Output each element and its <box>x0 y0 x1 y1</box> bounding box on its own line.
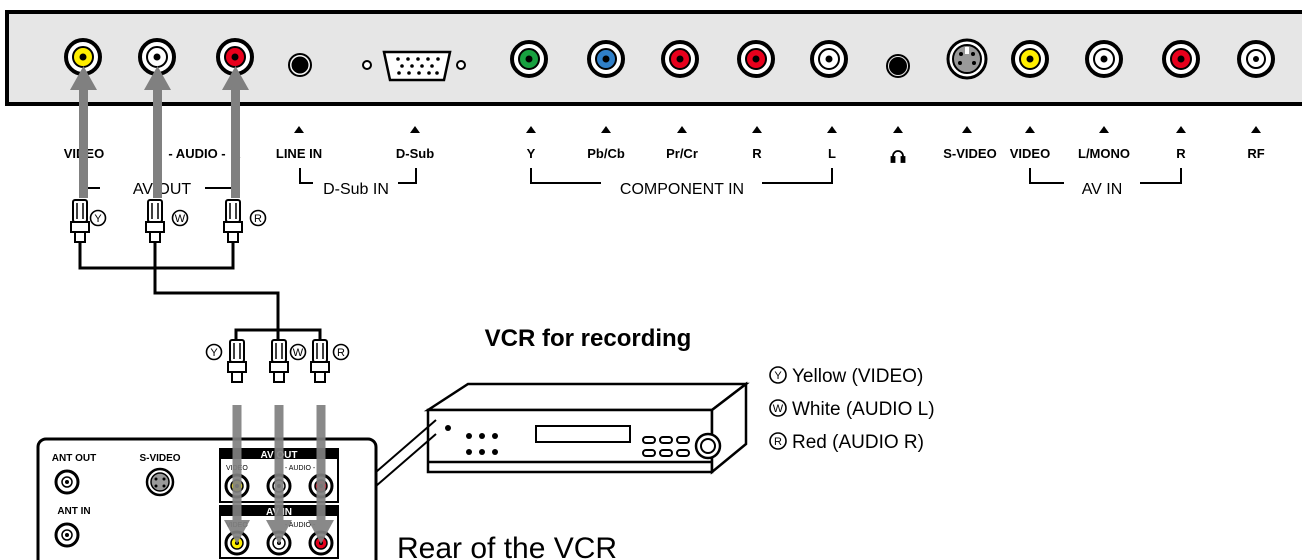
label-rf: RF <box>1247 146 1264 161</box>
jack-component-r[interactable] <box>737 40 775 78</box>
headphone-icon <box>890 150 906 163</box>
label-audio: - AUDIO - <box>168 146 225 161</box>
label-l-mono: L/MONO <box>1078 146 1130 161</box>
jack-video-out[interactable] <box>64 38 102 76</box>
label-comp-l: L <box>828 146 836 161</box>
legend-yellow: Yellow (VIDEO) <box>792 366 923 387</box>
jack-component-pb[interactable] <box>587 40 625 78</box>
label-s-video: S-VIDEO <box>943 146 996 161</box>
jack-av-in-l[interactable] <box>1085 40 1123 78</box>
label-pointers <box>294 126 1261 133</box>
rear-caption: Rear of the VCR <box>397 532 617 560</box>
rear-ant-out-jack <box>54 469 80 495</box>
tv-arrows <box>70 66 249 198</box>
rear-out-audio-label: - AUDIO - <box>285 465 316 472</box>
av-cable <box>78 242 322 340</box>
group-av-in: AV IN <box>1082 181 1123 198</box>
label-pbcb: Pb/Cb <box>587 146 625 161</box>
legend-red: Red (AUDIO R) <box>792 432 924 453</box>
group-brackets <box>88 168 1182 189</box>
legend-mark-r: R <box>774 436 782 448</box>
label-prcr: Pr/Cr <box>666 146 698 161</box>
mark-r-bottom: R <box>337 347 345 359</box>
jack-line-in[interactable] <box>288 53 312 77</box>
vcr-plug-marks: Y W R <box>205 343 350 361</box>
jack-audio-r-out[interactable] <box>216 38 254 76</box>
vcr-arrows <box>224 405 334 544</box>
rear-s-video-jack <box>145 467 175 497</box>
vcr-title: VCR for recording <box>485 325 692 352</box>
rear-ant-in-label: ANT IN <box>57 506 90 517</box>
vcr-side-plugs <box>227 339 330 383</box>
mark-y-bottom: Y <box>210 347 218 359</box>
jack-headphone[interactable] <box>886 54 910 78</box>
label-line-in: LINE IN <box>276 146 322 161</box>
jack-component-y[interactable] <box>510 40 548 78</box>
color-legend: Y Yellow (VIDEO) W White (AUDIO L) R Red… <box>769 366 935 453</box>
label-comp-r: R <box>752 146 762 161</box>
group-av-out: AV OUT <box>133 181 192 198</box>
mark-r-top: R <box>254 213 262 225</box>
jack-av-in-r[interactable] <box>1162 40 1200 78</box>
label-av-r: R <box>1176 146 1186 161</box>
jack-labels: VIDEO L - AUDIO - R LINE IN D-Sub Y Pb/C… <box>64 146 1265 161</box>
jack-component-l[interactable] <box>810 40 848 78</box>
mark-w-top: W <box>175 213 186 225</box>
dsub-connector[interactable] <box>362 50 466 82</box>
legend-mark-w: W <box>773 403 784 415</box>
rear-ant-in-jack <box>54 522 80 548</box>
rear-in-audio-label: - AUDIO - <box>285 522 316 529</box>
tv-connector-panel <box>5 10 1302 106</box>
group-component-in: COMPONENT IN <box>620 181 744 198</box>
legend-mark-y: Y <box>774 370 782 382</box>
rear-s-video-label: S-VIDEO <box>139 453 180 464</box>
label-av-video: VIDEO <box>1010 146 1050 161</box>
mark-y-top: Y <box>94 213 102 225</box>
vcr-device <box>423 381 750 475</box>
jack-av-in-video[interactable] <box>1011 40 1049 78</box>
label-y: Y <box>527 146 536 161</box>
tv-plug-marks: Y W R <box>89 209 267 227</box>
callout-lines <box>375 419 437 487</box>
av-out-bg <box>100 175 205 195</box>
label-dsub: D-Sub <box>396 146 434 161</box>
rear-ant-out-label: ANT OUT <box>52 453 96 464</box>
mark-w-bottom: W <box>293 347 304 359</box>
legend-white: White (AUDIO L) <box>792 399 935 420</box>
jack-rf[interactable] <box>1237 40 1275 78</box>
jack-component-pr[interactable] <box>661 40 699 78</box>
group-dsub-in: D-Sub IN <box>323 181 389 198</box>
jack-s-video[interactable] <box>946 38 988 80</box>
